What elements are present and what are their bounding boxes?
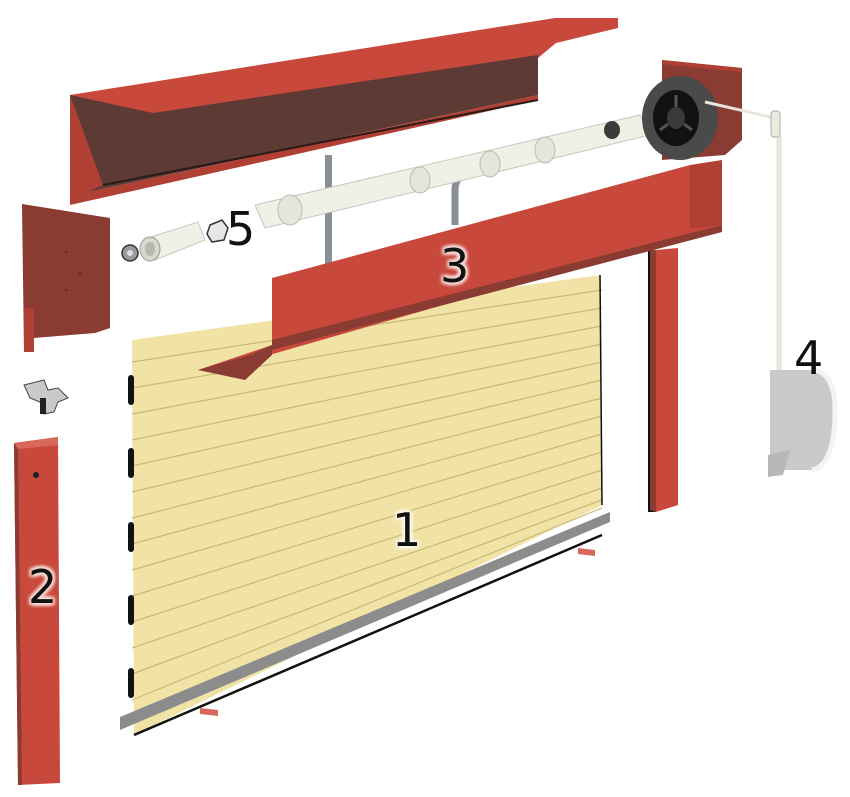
curtain-slats: [120, 274, 610, 737]
strap-and-handle: [704, 100, 838, 477]
top-box-lid: [70, 18, 618, 205]
left-end-plate: [22, 204, 110, 352]
callout-2: 2: [28, 560, 58, 614]
callout-4: 4: [794, 331, 824, 385]
strap-pulley: [642, 76, 718, 160]
front-box-cover: [198, 160, 722, 380]
callout-1: 1: [392, 503, 422, 557]
callout-3: 3: [440, 239, 470, 293]
left-guide-rail: [14, 437, 60, 785]
callout-5: 5: [226, 202, 256, 256]
winding-shaft: [254, 114, 651, 229]
right-guide-rail: [648, 248, 678, 512]
shaft-end-plug: [121, 219, 229, 262]
mounting-clip: [23, 379, 69, 415]
